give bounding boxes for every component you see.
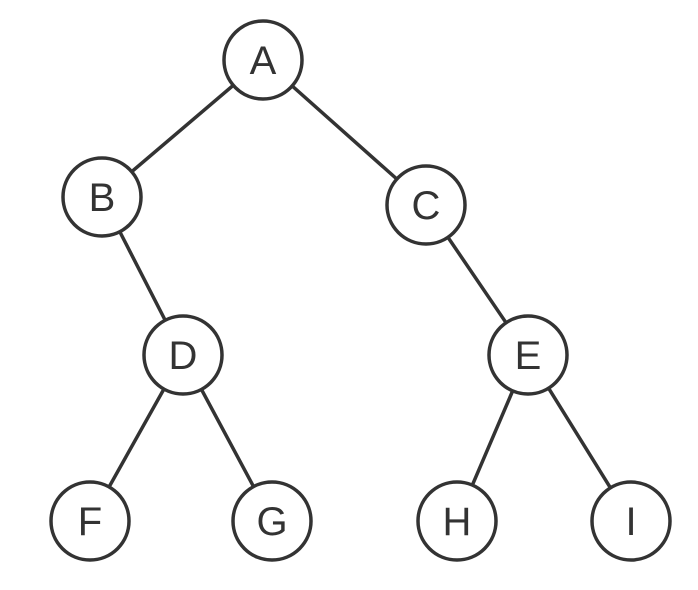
node-circle-B (61, 156, 143, 238)
node-circle-A (222, 19, 304, 101)
node-G: G (231, 480, 313, 562)
node-E: E (487, 314, 569, 396)
node-C: C (385, 164, 467, 246)
node-label-C: C (412, 184, 441, 228)
node-circle-C (385, 164, 467, 246)
edges-layer (88, 58, 633, 523)
node-circle-H (416, 480, 498, 562)
node-label-A: A (250, 39, 277, 83)
node-label-I: I (625, 500, 636, 544)
node-label-B: B (89, 176, 116, 220)
node-A: A (222, 19, 304, 101)
node-label-F: F (78, 500, 102, 544)
node-F: F (49, 480, 131, 562)
node-I: I (590, 480, 672, 562)
node-circle-F (49, 480, 131, 562)
node-circle-E (487, 314, 569, 396)
node-H: H (416, 480, 498, 562)
node-circle-I (590, 480, 672, 562)
node-label-G: G (256, 500, 287, 544)
node-B: B (61, 156, 143, 238)
nodes-layer: A B C D E F G H I (49, 19, 672, 562)
node-label-H: H (443, 500, 472, 544)
node-label-E: E (515, 334, 542, 378)
node-circle-G (231, 480, 313, 562)
node-label-D: D (169, 334, 198, 378)
node-D: D (142, 314, 224, 396)
node-circle-D (142, 314, 224, 396)
